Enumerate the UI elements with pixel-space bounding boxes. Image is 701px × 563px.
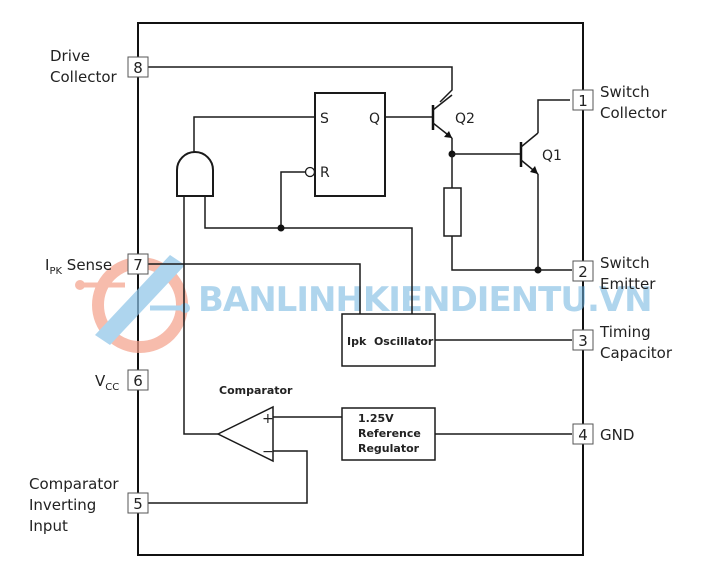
pin-2-label-line-2: Emitter: [600, 275, 656, 293]
q2-label: Q2: [455, 111, 475, 127]
oscillator-block: [341, 313, 436, 367]
pin-6-label: VCC: [95, 372, 119, 393]
pin-1-label-line-2: Collector: [600, 104, 668, 122]
wire-drive-collector: [148, 66, 453, 103]
pin-3-label-line-2: Capacitor: [600, 344, 673, 362]
reset-inversion-bubble: [304, 166, 316, 178]
reference-line-2: Reference: [358, 427, 421, 440]
svg-text:1: 1: [578, 92, 588, 110]
pin-5: 5: [127, 492, 149, 514]
svg-text:5: 5: [133, 495, 143, 513]
reference-line-3: Regulator: [358, 442, 420, 455]
wire-reset: [280, 171, 305, 228]
wire-resistor-to-emitter: [451, 236, 538, 271]
svg-text:7: 7: [133, 256, 143, 274]
resistor: [443, 187, 462, 237]
comparator-title: Comparator: [219, 384, 293, 397]
pin-4-label: GND: [600, 426, 634, 444]
comparator-symbol: [216, 405, 274, 463]
pin-2-label-line-1: Switch: [600, 254, 650, 272]
and-gate: [176, 151, 214, 197]
oscillator-label: Ipk Oscillator: [347, 335, 434, 348]
pin-6: 6: [127, 369, 149, 391]
pin-1: 1: [572, 89, 594, 111]
reference-block: [341, 407, 436, 461]
transistor-q1: [519, 99, 570, 270]
transistor-q2: [431, 94, 453, 154]
flipflop-s-label: S: [320, 111, 329, 127]
svg-text:8: 8: [133, 59, 143, 77]
pin-3: 3: [572, 329, 594, 351]
flipflop-q-label: Q: [369, 111, 380, 127]
pin-1-label-line-1: Switch: [600, 83, 650, 101]
svg-text:4: 4: [578, 426, 588, 444]
wire-and-to-s: [193, 116, 315, 152]
pin-8-label-line-2: Collector: [50, 68, 118, 86]
pin-5-label-line-3: Input: [29, 517, 68, 535]
reference-line-1: 1.25V: [358, 412, 394, 425]
pin-5-label-line-1: Comparator: [29, 475, 119, 493]
pin-7-label: IPK Sense: [45, 256, 112, 277]
pin-3-label-line-1: Timing: [599, 323, 651, 341]
chip-outline: [137, 22, 584, 556]
flipflop-r-label: R: [320, 165, 330, 181]
flipflop-block: [314, 92, 386, 197]
q1-label: Q1: [542, 148, 562, 164]
svg-text:3: 3: [578, 332, 588, 350]
wire-and-to-oscillator: [204, 196, 413, 314]
pin-5-label-line-2: Inverting: [29, 496, 96, 514]
wire-ipk-sense: [148, 263, 361, 314]
wire-inverting-input: [148, 450, 308, 504]
junction-reset: [277, 224, 285, 232]
wire-comparator-to-and: [183, 196, 218, 435]
watermark-slash-icon: [95, 255, 185, 345]
pin-7: 7: [127, 253, 149, 275]
comparator-minus: −: [262, 444, 274, 460]
pin-2: 2: [572, 260, 594, 282]
pin-8-label-line-1: Drive: [50, 47, 90, 65]
svg-text:6: 6: [133, 372, 143, 390]
pin-4: 4: [572, 423, 594, 445]
svg-text:2: 2: [578, 263, 588, 281]
pin-8: 8: [127, 56, 149, 78]
comparator-plus: +: [262, 411, 274, 427]
